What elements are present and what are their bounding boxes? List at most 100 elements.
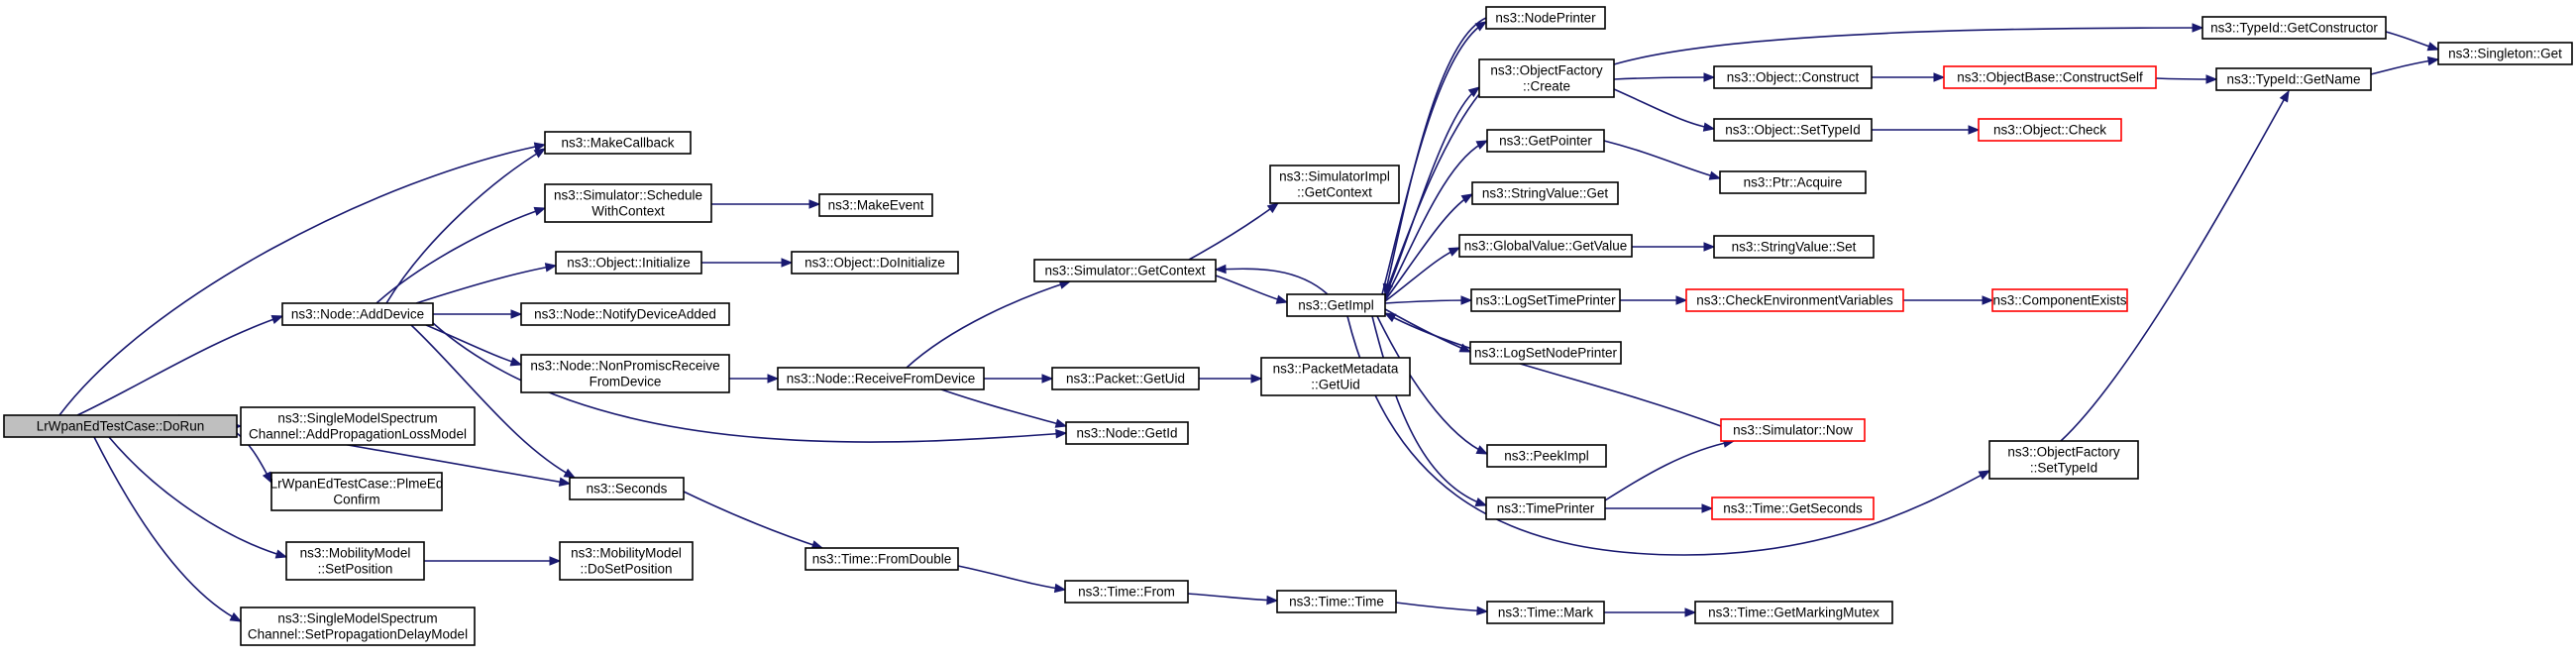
node-label-line: ::DoSetPosition	[580, 562, 672, 577]
edge-gvgetvalue-to-svset	[1632, 242, 1716, 252]
node-gvgetvalue[interactable]: ns3::GlobalValue::GetValue	[1458, 234, 1633, 258]
node-markingmutex[interactable]: ns3::Time::GetMarkingMutex	[1694, 601, 1893, 624]
node-simgetctx[interactable]: ns3::Simulator::GetContext	[1033, 259, 1217, 282]
arrowhead	[1054, 418, 1068, 428]
node-seconds[interactable]: ns3::Seconds	[569, 477, 685, 500]
node-timeprinter[interactable]: ns3::TimePrinter	[1485, 496, 1606, 520]
node-ofcreate[interactable]: ns3::ObjectFactory::Create	[1478, 58, 1615, 98]
node-objsettypeid[interactable]: ns3::Object::SetTypeId	[1713, 118, 1873, 142]
node-label-line: ns3::MakeCallback	[561, 136, 674, 151]
node-getpointer[interactable]: ns3::GetPointer	[1486, 129, 1605, 153]
node-label-line: ::SetTypeId	[2030, 461, 2097, 476]
arrowhead	[1041, 374, 1054, 384]
arrowhead	[1474, 21, 1488, 32]
node-svget[interactable]: ns3::StringValue::Get	[1471, 181, 1619, 205]
node-logtime[interactable]: ns3::LogSetTimePrinter	[1470, 288, 1621, 312]
node-label-line: ns3::TypeId::GetConstructor	[2210, 21, 2378, 36]
node-label-line: ns3::LogSetTimePrinter	[1475, 293, 1616, 308]
edge-line	[1376, 315, 1488, 455]
node-singletonget[interactable]: ns3::Singleton::Get	[2437, 42, 2573, 65]
node-box	[1486, 444, 1607, 468]
arrowhead	[1053, 583, 1067, 594]
node-adddevice[interactable]: ns3::Node::AddDevice	[281, 302, 434, 326]
arrowhead	[1684, 607, 1697, 617]
node-timefrom[interactable]: ns3::Time::From	[1064, 580, 1189, 604]
node-recvfromdev[interactable]: ns3::Node::ReceiveFromDevice	[777, 367, 985, 390]
node-notifydev[interactable]: ns3::Node::NotifyDeviceAdded	[520, 302, 730, 326]
arrowhead	[509, 357, 523, 367]
arrowhead	[558, 477, 572, 487]
edge-adddevice-to-nodegetid	[432, 322, 1068, 443]
node-dorun[interactable]: LrWpanEdTestCase::DoRun	[3, 414, 238, 438]
node-timegetsec[interactable]: ns3::Time::GetSeconds	[1711, 496, 1875, 520]
node-label-line: ns3::Ptr::Acquire	[1744, 175, 1843, 190]
node-makecallback[interactable]: ns3::MakeCallback	[544, 131, 692, 155]
edge-getimpl-to-svget	[1384, 193, 1474, 301]
arrowhead	[1475, 140, 1489, 150]
node-setpos[interactable]: ns3::MobilityModel::SetPosition	[285, 541, 425, 581]
edge-getimpl-to-nodeprinter	[1381, 21, 1488, 295]
edge-logtime-to-checkenv	[1620, 295, 1688, 305]
node-fromdouble[interactable]: ns3::Time::FromDouble	[805, 547, 959, 571]
node-tidgetctor[interactable]: ns3::TypeId::GetConstructor	[2201, 16, 2387, 40]
node-label-line: ns3::Simulator::GetContext	[1044, 264, 1205, 278]
node-nodegetid[interactable]: ns3::Node::GetId	[1065, 421, 1189, 445]
edge-recvfromdev-to-pktgetuid	[984, 374, 1054, 384]
node-dosetpos[interactable]: ns3::MobilityModel::DoSetPosition	[559, 541, 694, 581]
node-label-line: ns3::StringValue::Set	[1732, 240, 1857, 255]
node-lognode[interactable]: ns3::LogSetNodePrinter	[1469, 341, 1622, 365]
edge-tidgetname-to-singletonget	[2370, 55, 2440, 75]
node-label-line: ns3::Node::ReceiveFromDevice	[787, 372, 976, 386]
node-nodeprinter[interactable]: ns3::NodePrinter	[1485, 6, 1606, 30]
node-peekimpl[interactable]: ns3::PeekImpl	[1486, 444, 1607, 468]
node-box	[285, 541, 425, 581]
node-label-line: ns3::TimePrinter	[1497, 501, 1595, 516]
edge-objinit-to-doinit	[701, 258, 794, 268]
edge-line	[385, 148, 546, 304]
node-label-line: ns3::Node::AddDevice	[291, 307, 424, 322]
node-implgetctx[interactable]: ns3::SimulatorImpl::GetContext	[1269, 165, 1400, 204]
node-simnow[interactable]: ns3::Simulator::Now	[1720, 418, 1866, 442]
edge-dorun-to-adddevice	[76, 315, 284, 416]
edge-checkenv-to-compexists	[1903, 295, 1994, 305]
call-nodes: LrWpanEdTestCase::DoRun ns3::Node::AddDev…	[3, 6, 2573, 646]
node-box	[1486, 601, 1605, 624]
node-timemark[interactable]: ns3::Time::Mark	[1486, 601, 1605, 624]
node-ptracquire[interactable]: ns3::Ptr::Acquire	[1719, 170, 1867, 194]
node-tidgetname[interactable]: ns3::TypeId::GetName	[2215, 67, 2372, 91]
edge-obconstructself-to-tidgetname	[2155, 74, 2218, 84]
node-doinit[interactable]: ns3::Object::DoInitialize	[791, 251, 959, 275]
node-label-line: ns3::PacketMetadata	[1273, 362, 1399, 377]
edge-line	[1384, 312, 1722, 427]
node-label-line: ns3::Simulator::Now	[1733, 423, 1853, 438]
arrowhead	[1476, 606, 1489, 616]
node-objcheck[interactable]: ns3::Object::Check	[1978, 118, 2122, 142]
node-obconstructself[interactable]: ns3::ObjectBase::ConstructSelf	[1943, 65, 2157, 89]
node-objconstruct[interactable]: ns3::Object::Construct	[1713, 65, 1873, 89]
node-label-line: ns3::Object::Check	[1993, 123, 2106, 138]
node-ofsettypeid[interactable]: ns3::ObjectFactory::SetTypeId	[1988, 440, 2139, 480]
node-pktgetuid[interactable]: ns3::Packet::GetUid	[1051, 367, 1200, 390]
node-box	[1276, 590, 1397, 613]
node-box	[1485, 496, 1606, 520]
arrowhead	[781, 258, 794, 268]
node-box	[1685, 288, 1904, 312]
node-timetime[interactable]: ns3::Time::Time	[1276, 590, 1397, 613]
node-compexists[interactable]: ns3::ComponentExists	[1991, 288, 2128, 312]
node-getimpl[interactable]: ns3::GetImpl	[1286, 293, 1386, 317]
node-svset[interactable]: ns3::StringValue::Set	[1713, 235, 1875, 259]
edge-pktgetuid-to-pmgetuid	[1199, 374, 1263, 384]
node-makeevent[interactable]: ns3::MakeEvent	[818, 193, 933, 217]
node-box	[1943, 65, 2157, 89]
node-addprop[interactable]: ns3::SingleModelSpectrumChannel::AddProp…	[240, 406, 476, 446]
node-setdelay[interactable]: ns3::SingleModelSpectrumChannel::SetProp…	[240, 607, 476, 646]
edge-ofcreate-to-objsettypeid	[1613, 88, 1716, 132]
node-label-line: FromDevice	[590, 375, 662, 389]
node-checkenv[interactable]: ns3::CheckEnvironmentVariables	[1685, 288, 1904, 312]
node-pmgetuid[interactable]: ns3::PacketMetadata::GetUid	[1260, 357, 1411, 396]
edge-simgetctx-to-getimpl	[1215, 275, 1289, 304]
node-objinit[interactable]: ns3::Object::Initialize	[555, 251, 702, 275]
